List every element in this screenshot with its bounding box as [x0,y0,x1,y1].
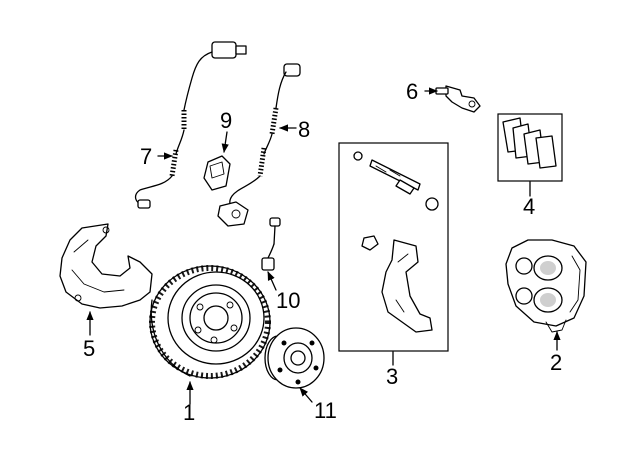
caliper-bracket-kit [338,142,449,352]
callout-2: 2 [550,350,562,375]
leader-arrows [86,87,561,405]
brake-hose [261,217,281,271]
callout-4: 4 [523,194,535,219]
callout-3: 3 [386,364,398,389]
wheel-hub [264,327,325,389]
callout-5: 5 [83,336,95,361]
brake-caliper [505,239,587,333]
brake-rotor [149,265,271,379]
callout-1: 1 [183,400,195,425]
bleeder-valve [435,85,481,113]
dust-shield [59,223,153,309]
callout-9: 9 [220,108,232,133]
callout-6: 6 [406,79,418,104]
sensor-bracket [203,155,231,191]
brake-pad-set [497,113,563,182]
wear-sensor-long [134,41,247,209]
wear-sensor-short [217,63,301,227]
callout-7: 7 [140,144,152,169]
callout-10: 10 [276,288,300,313]
callout-8: 8 [298,117,310,142]
callout-11: 11 [314,398,337,423]
